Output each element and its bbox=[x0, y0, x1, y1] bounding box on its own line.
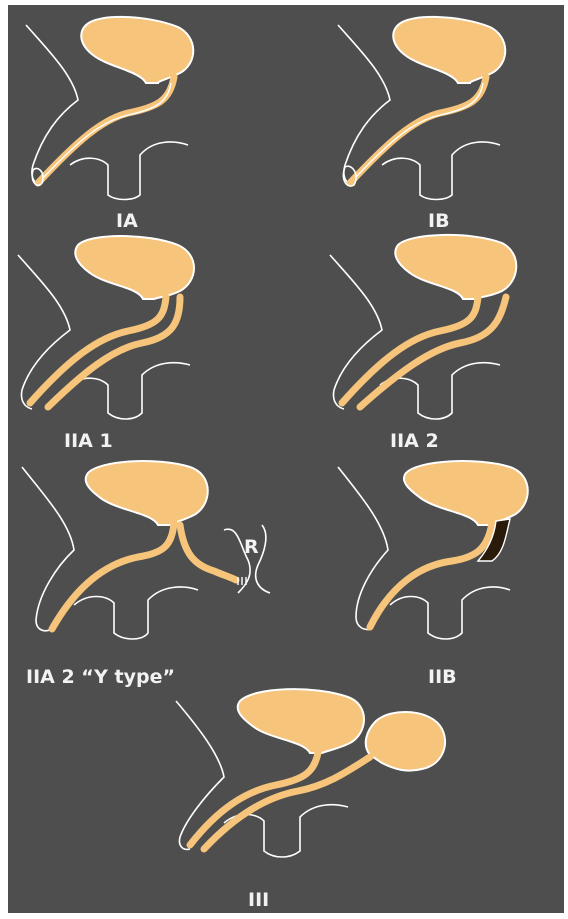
rectum-outline-ia bbox=[70, 142, 188, 199]
panel-label-iib: IIB bbox=[428, 666, 457, 688]
bladder-ia bbox=[81, 17, 193, 83]
rectum-outline-iib bbox=[390, 587, 510, 639]
panel-iib: IIB bbox=[338, 461, 528, 688]
urethra-core-ib bbox=[356, 83, 483, 177]
panel-label-iii: III bbox=[248, 889, 269, 911]
bladder-iia2y bbox=[86, 461, 208, 525]
rectum-annotation: R bbox=[244, 536, 259, 558]
urethra-iia2y-main bbox=[52, 523, 174, 629]
panel-iii: III bbox=[176, 689, 445, 911]
panel-label-ia: IA bbox=[116, 210, 138, 232]
bladder-iii-secondary bbox=[366, 712, 445, 771]
panel-label-iia1: IIA 1 bbox=[64, 430, 113, 452]
urethra-iib bbox=[370, 523, 492, 627]
urethra-ib bbox=[350, 77, 486, 183]
bladder-iib bbox=[404, 461, 528, 525]
panel-ia: IA bbox=[26, 17, 193, 232]
urethra-ia bbox=[38, 77, 174, 183]
body-outline-iii bbox=[176, 701, 224, 849]
urethra-iia2y-perineal bbox=[180, 525, 236, 580]
bladder-iia2 bbox=[395, 235, 516, 299]
bladder-ib bbox=[393, 17, 505, 83]
bladder-iia1 bbox=[75, 236, 194, 299]
panel-label-ib: IB bbox=[428, 210, 450, 232]
panel-label-iia2y: IIA 2 “Y type” bbox=[26, 666, 175, 688]
urethra-iia2-dorsal bbox=[342, 297, 478, 403]
urethra-iii-primary bbox=[190, 753, 318, 845]
panel-iia2-y-type: R IIA 2 “Y type” bbox=[22, 461, 270, 688]
panel-label-iia2: IIA 2 bbox=[390, 430, 439, 452]
panel-iia2: IIA 2 bbox=[330, 235, 516, 452]
diagram-canvas: IA IB IIA 1 IIA 2 R IIA 2 bbox=[8, 5, 564, 913]
panel-ib: IB bbox=[338, 17, 505, 232]
urethra-iia1-dorsal bbox=[30, 297, 166, 403]
body-outline-ib bbox=[338, 25, 390, 185]
rectum-outline-ib bbox=[382, 142, 500, 199]
bladder-iii-primary bbox=[238, 689, 364, 753]
urethra-core-ia bbox=[44, 83, 171, 177]
rectum-outline-iia2y bbox=[74, 587, 198, 639]
urethral-duplication-diagram: IA IB IIA 1 IIA 2 R IIA 2 bbox=[8, 5, 564, 913]
urethra-iia2-ventral bbox=[360, 297, 506, 407]
panel-iia1: IIA 1 bbox=[18, 236, 194, 452]
body-outline-ia bbox=[26, 25, 78, 185]
